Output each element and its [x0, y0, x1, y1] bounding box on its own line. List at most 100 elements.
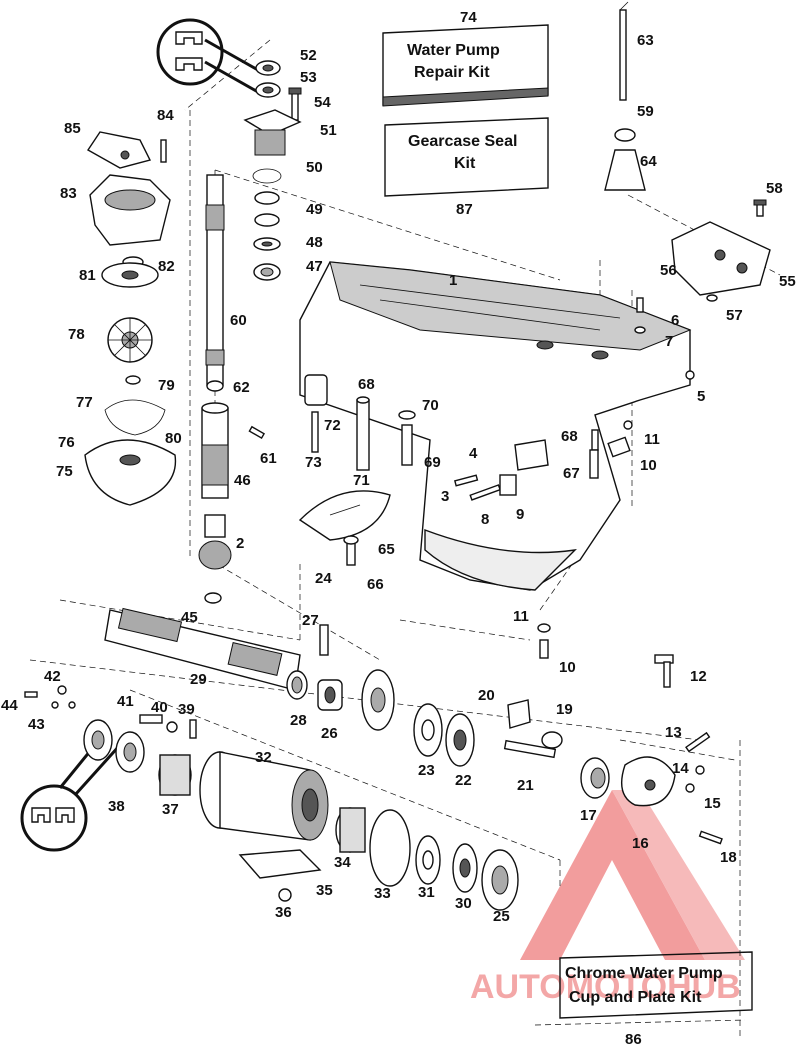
callout-65: 65: [378, 541, 395, 558]
callout-60: 60: [230, 312, 247, 329]
callout-23: 23: [418, 762, 435, 779]
gearcase-seal-kit-box: Gearcase Seal Kit 87: [384, 117, 549, 218]
callout-84: 84: [157, 107, 174, 124]
pins-42-43-44: [24, 685, 76, 709]
callout-31: 31: [418, 884, 435, 901]
callout-labels: 5253545150494847848583828178797776758060…: [1, 32, 796, 925]
washer-31: [415, 835, 441, 885]
callout-54: 54: [314, 94, 331, 111]
nut-19: [541, 731, 563, 749]
callout-61: 61: [260, 450, 277, 467]
callout-16: 16: [632, 835, 649, 852]
o-ring-33: [369, 809, 411, 887]
washer-57: [706, 294, 718, 302]
callout-25: 25: [493, 908, 510, 925]
callout-43: 43: [28, 716, 45, 733]
callout-81: 81: [79, 267, 96, 284]
kit-number-74: 74: [460, 9, 477, 26]
seal-detail-circle-top: [156, 18, 259, 94]
washers-49: [254, 191, 280, 227]
ball-40: [166, 721, 178, 733]
callout-4: 4: [469, 445, 478, 462]
callout-47: 47: [306, 258, 323, 275]
screw-66: [343, 535, 359, 566]
pin-13-14-15: [685, 731, 711, 793]
screw-3: [453, 474, 479, 487]
callout-40: 40: [151, 699, 168, 716]
water-pump-kit-box: 74 Water Pump Repair Kit: [382, 9, 549, 107]
callout-8: 8: [481, 511, 489, 528]
callout-17: 17: [580, 807, 597, 824]
screw-67: [589, 449, 599, 479]
pin-27: [319, 624, 329, 656]
callout-11: 11: [644, 431, 660, 448]
cover-65: [298, 490, 391, 541]
bearing-46: [201, 402, 229, 499]
washer-70: [398, 410, 416, 420]
callout-58: 58: [766, 180, 783, 197]
callout-42: 42: [44, 668, 61, 685]
pinion-2: [198, 514, 232, 570]
callout-69: 69: [424, 454, 441, 471]
callout-52: 52: [300, 47, 317, 64]
key-79: [125, 375, 141, 385]
callout-14: 14: [672, 760, 689, 777]
callout-59: 59: [637, 103, 654, 120]
callout-35: 35: [316, 882, 333, 899]
seal-59: [614, 128, 636, 142]
callout-77: 77: [76, 394, 93, 411]
gasket-77: [104, 399, 166, 436]
callout-55: 55: [779, 273, 796, 290]
callout-44: 44: [1, 697, 18, 714]
cam-9: [499, 474, 517, 496]
callout-46: 46: [234, 472, 251, 489]
bearing-47: [253, 263, 281, 281]
driveshaft-60: [205, 174, 225, 386]
bearing-37: [158, 754, 192, 796]
callout-72: 72: [324, 417, 341, 434]
chrome-cup-kit-box: Chrome Water Pump Cup and Plate Kit 86: [559, 951, 753, 1048]
shift-housing-56: [671, 221, 771, 296]
callout-32: 32: [255, 749, 272, 766]
gearcase-seal-kit-title-2: Kit: [454, 155, 476, 172]
callout-18: 18: [720, 849, 737, 866]
screw-10-lower: [537, 623, 551, 659]
o-ring-50: [252, 168, 282, 184]
callout-57: 57: [726, 307, 743, 324]
pin-8: [469, 484, 502, 501]
callout-7: 7: [665, 333, 673, 350]
impeller-78: [107, 317, 153, 363]
callout-27: 27: [302, 612, 319, 629]
screw-54: [288, 87, 302, 121]
bearing-housing-32: [199, 751, 329, 841]
pin-39: [189, 719, 197, 739]
bearing-34: [335, 807, 366, 853]
callout-34: 34: [334, 854, 351, 871]
callout-26: 26: [321, 725, 338, 742]
callout-28: 28: [290, 712, 307, 729]
callout-68: 68: [358, 376, 375, 393]
seal-52: [255, 60, 281, 76]
callout-29: 29: [190, 671, 207, 688]
callout-76: 76: [58, 434, 75, 451]
screw-58: [753, 199, 767, 217]
washer-48: [253, 237, 281, 251]
callout-36: 36: [275, 904, 292, 921]
plug-5: [685, 370, 695, 380]
watermark-text: AUTOMOTOHUB: [470, 968, 741, 1006]
callout-79: 79: [158, 377, 175, 394]
callout-9: 9: [516, 506, 524, 523]
callout-38: 38: [108, 798, 125, 815]
callout-1: 1: [449, 272, 457, 289]
callout-37: 37: [162, 801, 179, 818]
kit-number-87: 87: [456, 201, 473, 218]
washer-22: [445, 713, 475, 767]
callout-33: 33: [374, 885, 391, 902]
bearing-17: [580, 757, 610, 799]
callout-68: 68: [561, 428, 578, 445]
callout-66: 66: [367, 576, 384, 593]
callout-3: 3: [441, 488, 449, 505]
retainer-35: [238, 849, 322, 879]
insert-81: [101, 262, 159, 288]
callout-80: 80: [165, 430, 182, 447]
